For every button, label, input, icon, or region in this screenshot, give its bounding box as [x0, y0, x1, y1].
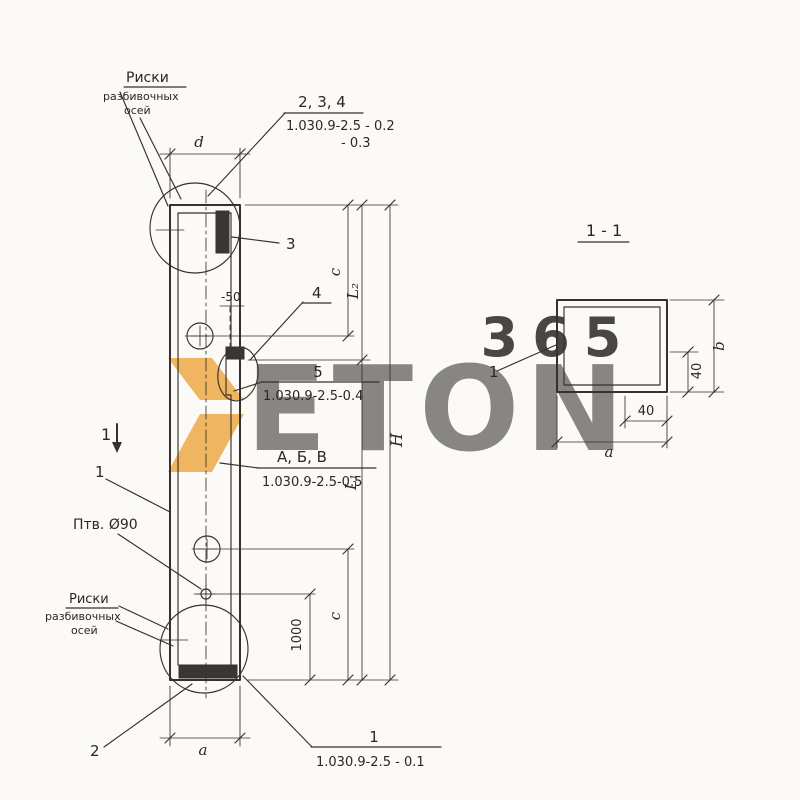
item1-leader	[105, 478, 171, 513]
elevation-view	[149, 182, 259, 699]
group5-leader	[233, 381, 263, 392]
embedded-plate-mid	[225, 346, 245, 360]
section-view: 1 - 1 1 b 40 40 a	[489, 221, 728, 461]
riski-top-leader-1	[119, 91, 169, 207]
riski-bottom-leader-1	[118, 605, 169, 630]
group5-doc: 1.030.9-2.5-0.4	[263, 389, 363, 404]
riski-bottom-line3: осей	[71, 624, 98, 637]
watermark: 365 ETON	[168, 306, 636, 478]
groupABV-doc: 1.030.9-2.5-0.5	[262, 475, 362, 490]
group234-doc: 1.030.9-2.5 - 0.2	[286, 119, 395, 134]
dim-1000-label: 1000	[290, 618, 305, 651]
riski-top-leader-2	[139, 117, 182, 200]
dim-L2-label: L₂	[344, 283, 362, 300]
column-step-edge	[225, 358, 232, 396]
section-b-extension-lines	[669, 299, 725, 393]
d-extension-lines	[169, 147, 241, 199]
group1-doc: 1.030.9-2.5 - 0.1	[316, 755, 425, 770]
item2-leader	[103, 683, 193, 748]
groupABV-items: А, Б, В	[277, 448, 327, 466]
dim-c-top-label: c	[326, 267, 344, 276]
detail-circle-top	[149, 182, 241, 274]
leader-lines	[65, 86, 442, 748]
section-dimension-ticks	[551, 294, 720, 448]
section-a-extension-lines	[556, 395, 668, 449]
hole-diameter-label: Птв. Ø90	[73, 517, 138, 533]
embedded-plate-top	[215, 210, 230, 254]
group234-items: 2, 3, 4	[298, 93, 346, 111]
section-dim-40v-label: 40	[690, 363, 705, 380]
section-item1-label: 1	[489, 363, 499, 381]
section-inner-rect	[563, 306, 661, 386]
watermark-name: ETON	[246, 340, 630, 478]
dimension-lines	[159, 147, 399, 747]
riski-top-line1: Риски	[126, 70, 169, 86]
section-outer-rect	[556, 299, 668, 393]
section-dim-b-label: b	[710, 341, 728, 351]
item3-leader	[231, 236, 280, 244]
section-dim-a-label: a	[605, 443, 614, 461]
dim-L1-label: L₁	[342, 474, 360, 491]
group234-doc2: - 0.3	[341, 136, 371, 151]
item4-label: 4	[312, 284, 322, 302]
detail-circle-bottom	[159, 604, 249, 694]
dim-a-label: a	[199, 741, 208, 759]
section-title: 1 - 1	[586, 221, 622, 240]
hole-label-leader	[117, 533, 202, 590]
item3-label: 3	[286, 235, 296, 253]
group5-item: 5	[313, 363, 323, 381]
dim-d-label: d	[194, 133, 204, 151]
a-extension-lines	[169, 685, 241, 747]
group1-item: 1	[369, 728, 379, 746]
elevation-labels: Риски разбивочных осей 2, 3, 4 1.030.9-2…	[45, 70, 425, 770]
group1-leader	[242, 675, 313, 748]
section-cut-label: 1	[101, 425, 111, 444]
base-plate	[178, 664, 238, 679]
riski-top-line2: разбивочных	[103, 90, 179, 103]
detail-ellipse-mid	[217, 346, 259, 402]
riski-top-line3: осей	[124, 104, 151, 117]
group234-leader	[207, 112, 286, 197]
section-dim-40h-label: 40	[638, 404, 655, 419]
dim-H-label: H	[387, 432, 406, 448]
item1-label: 1	[95, 463, 105, 481]
riski-bottom-line1: Риски	[69, 592, 109, 607]
item4-leader	[249, 301, 304, 361]
item2-label: 2	[90, 742, 100, 760]
watermark-logo-band-top	[168, 358, 244, 400]
column-outline	[169, 204, 241, 681]
riski-bottom-line2: разбивочных	[45, 610, 121, 623]
groupABV-leader	[219, 462, 259, 469]
level-mark-label: -50	[221, 290, 241, 304]
riski-bottom-leader-2	[115, 620, 174, 647]
watermark-number: 365	[481, 306, 636, 369]
dim-c-bottom-label: c	[326, 611, 344, 620]
section-item1-leader	[496, 344, 557, 372]
section-cut-arrowhead	[112, 442, 122, 453]
dimension-ticks	[164, 148, 396, 744]
